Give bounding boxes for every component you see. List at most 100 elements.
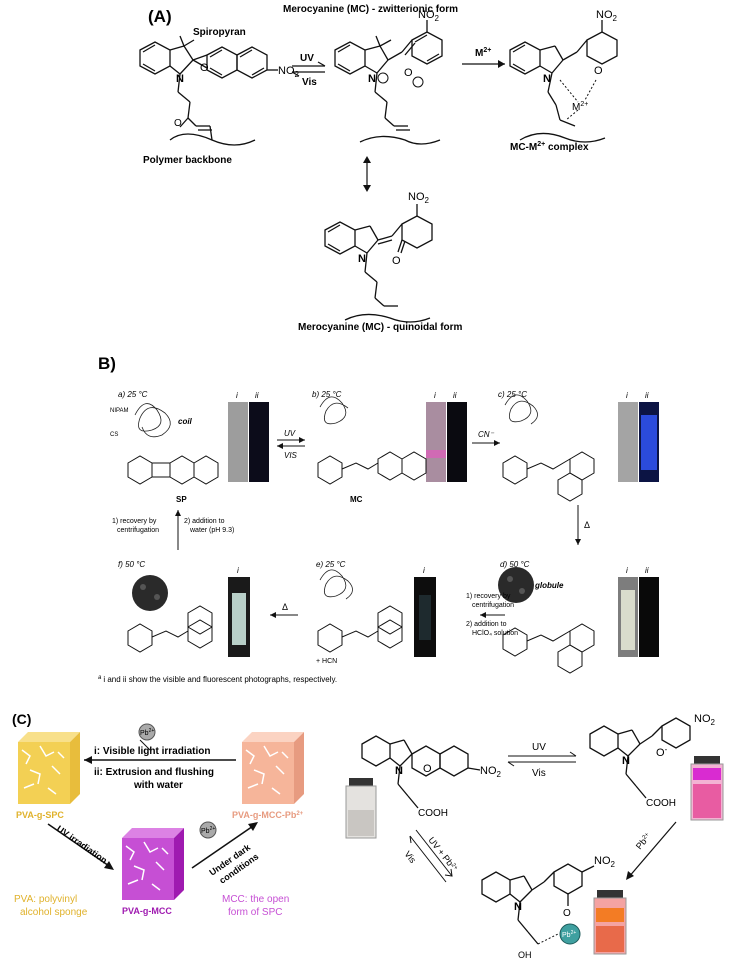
pva-mcc-pb-label: PVA-g-MCC-Pb2+ xyxy=(232,810,304,820)
step-i-text: i: Visible light irradiation xyxy=(94,746,211,757)
mc-complex-n-atom: N xyxy=(543,73,551,85)
spc-n-atom: N xyxy=(395,765,403,777)
panel-b-delta-1: Δ xyxy=(584,520,590,530)
arrowhead-recovery xyxy=(480,612,486,618)
arrowhead-visible-light xyxy=(84,756,92,764)
spiropyran-o-atom: O xyxy=(200,62,209,74)
complex-pb-ion xyxy=(559,923,581,945)
panel-a-uv-label: UV xyxy=(300,53,314,64)
mc-o-minus-charge xyxy=(412,76,424,88)
pb-ion-top xyxy=(138,723,156,741)
spc-o-atom: O xyxy=(423,763,432,775)
coil-label: coil xyxy=(178,417,193,426)
mc-complex-no2: NO2 xyxy=(596,9,618,23)
mc-complex-metal: M2+ xyxy=(572,101,588,113)
complex-n-atom: N xyxy=(514,901,522,913)
photo-a-visible xyxy=(228,402,248,482)
arrowhead-uv-irradiation xyxy=(104,861,114,870)
sp-label: SP xyxy=(176,495,187,504)
step-ii-text-b: with water xyxy=(133,780,183,791)
uv-pb-label: UV + Pb2+ xyxy=(426,835,459,874)
panel-c-diagram: (C) Pb2+ Pb2+ i: Visible light irradiati… xyxy=(12,711,724,960)
photo-c-visible xyxy=(618,402,638,482)
mc-quinoidal-n-atom: N xyxy=(358,253,366,265)
mc-zwitterionic-structure xyxy=(334,20,443,145)
mcc-no2: NO2 xyxy=(694,713,716,727)
state-d-label: d) 50 °C xyxy=(500,560,530,569)
panel-a-diagram: (A) Spiropyran Merocyanine (MC) - zwitte… xyxy=(139,4,618,333)
arrowhead-uv xyxy=(299,437,305,443)
complex-oh: OH xyxy=(518,950,532,960)
arrowhead-uv-pb xyxy=(444,868,453,877)
state-c-label: c) 25 °C xyxy=(498,390,527,399)
mc-zwitterionic-o-atom: O xyxy=(404,67,413,79)
state-a-label: a) 25 °C xyxy=(118,390,148,399)
recovery-label-2b: centrifugation xyxy=(472,602,514,609)
addition-hclo4-label-b: HClO₄ solution xyxy=(472,630,518,637)
panel-b-label: B) xyxy=(98,354,116,373)
panel-c-vis: Vis xyxy=(532,768,546,779)
mc-n-plus-charge xyxy=(377,72,389,84)
arrow-uv-irradiation xyxy=(47,823,113,869)
recovery-label-1b: centrifugation xyxy=(117,527,159,534)
mc-quinoidal-structure xyxy=(324,204,433,323)
globule-label: globule xyxy=(534,581,564,590)
panel-b-cn: CN⁻ xyxy=(478,430,495,439)
complex-no2: NO2 xyxy=(594,855,616,869)
mc-zwitterionic-title: Merocyanine (MC) - zwitterionic form xyxy=(283,4,458,15)
arrowhead-delta-left xyxy=(270,612,276,618)
pva-spc-label: PVA-g-SPC xyxy=(16,810,64,820)
arrow-vis-back xyxy=(409,835,447,883)
photo-a-i: i xyxy=(236,391,238,400)
addition-water-label-b: water (pH 9.3) xyxy=(189,527,234,534)
photo-a-fluorescent xyxy=(249,402,269,482)
arrowhead-vis-c xyxy=(507,761,515,767)
addition-hclo4-label: 2) addition to xyxy=(466,621,507,628)
arrowhead-under-dark xyxy=(248,822,258,831)
photo-b-ii: ii xyxy=(453,391,457,400)
panel-b-delta-2: Δ xyxy=(282,602,288,612)
resonance-arrowhead-down xyxy=(363,185,371,192)
uv-vis-equilibrium-arrows xyxy=(291,61,326,77)
arrow-pb-binding xyxy=(627,821,677,879)
pva-definition-b: alcohol sponge xyxy=(20,907,88,918)
metal-coordination-bonds xyxy=(559,79,597,121)
photo-e-i: i xyxy=(423,566,425,575)
photo-d-fluorescent xyxy=(639,577,659,657)
state-f-label: f) 50 °C xyxy=(118,560,145,569)
complex-o-atom: O xyxy=(563,908,571,919)
sponge-pva-spc xyxy=(18,732,80,804)
spc-cooh: COOH xyxy=(418,808,448,819)
mc-label: MC xyxy=(350,495,363,504)
sp-structures xyxy=(127,451,595,674)
pb-binding-label: Pb2+ xyxy=(634,831,653,851)
complex-carboxyl-bond xyxy=(537,933,559,945)
arrowhead-pb-binding xyxy=(626,871,634,880)
mc-quinoidal-no2: NO2 xyxy=(408,191,430,205)
polymer-coils xyxy=(134,394,538,600)
mc-zwitterionic-no2: NO2 xyxy=(418,9,440,23)
uv-irradiation-text: UV irradiation xyxy=(55,823,109,865)
resonance-arrowhead-up xyxy=(363,156,371,163)
spc-no2: NO2 xyxy=(480,765,502,779)
mcc-definition-b: form of SPC xyxy=(228,907,282,918)
photo-d-i: i xyxy=(626,566,628,575)
arrowhead-up xyxy=(175,510,181,516)
photo-c-i: i xyxy=(626,391,628,400)
vial-closed-form xyxy=(345,778,377,839)
mcc-pb-complex-structure xyxy=(481,863,595,945)
nipam-label: NIPAM xyxy=(110,408,129,414)
pb-ion-mid-label: Pb2+ xyxy=(201,826,215,835)
mc-quinoidal-title: Merocyanine (MC) - quinoidal form xyxy=(298,322,463,333)
panel-b-vis: VIS xyxy=(284,451,298,460)
vial-complex xyxy=(593,890,627,955)
step-ii-text: ii: Extrusion and flushing xyxy=(94,767,214,778)
panel-a: (A) Spiropyran Merocyanine (MC) - zwitte… xyxy=(0,0,737,335)
mc-complex-o-atom: O xyxy=(594,65,603,77)
mcc-definition: MCC: the open xyxy=(222,894,289,905)
metal-ion-label: M2+ xyxy=(475,47,491,59)
cs-label: CS xyxy=(110,432,118,438)
mc-zwitterionic-n-atom: N xyxy=(368,73,376,85)
photo-a-ii: ii xyxy=(255,391,259,400)
